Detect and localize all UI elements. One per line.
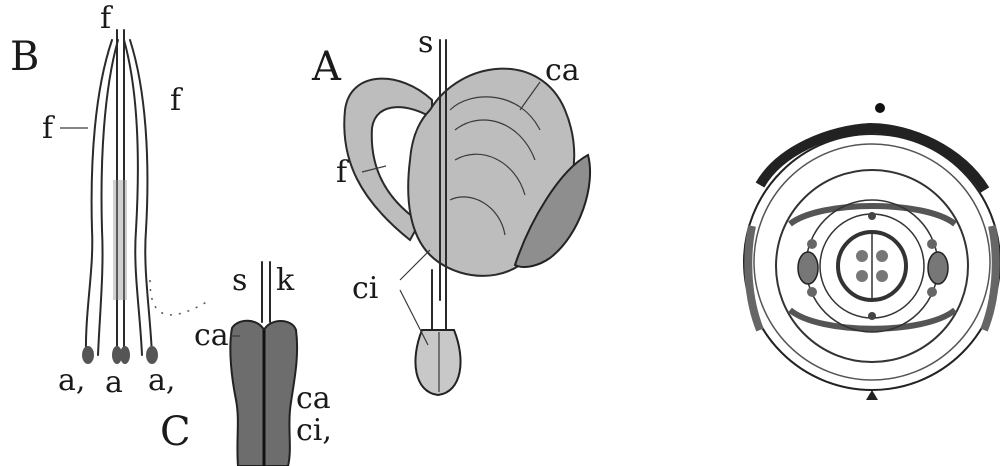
label-a-s: s xyxy=(418,25,433,60)
panel-letter-b: B xyxy=(10,34,39,80)
label-c-k: k xyxy=(276,263,295,298)
panel-letter-c: C xyxy=(160,409,191,455)
label-c-ci: ci, xyxy=(296,413,332,448)
floral-diagram xyxy=(744,103,1000,400)
label-a-f: f xyxy=(336,155,349,190)
label-c-ca-right: ca xyxy=(296,381,331,416)
label-b-f-left: f xyxy=(42,111,55,146)
label-a-ci: ci xyxy=(352,271,378,306)
label-b-a-right: a, xyxy=(148,363,175,398)
figure-b-stamens xyxy=(60,30,158,364)
label-c-s: s xyxy=(232,263,247,298)
label-b-f-top: f xyxy=(100,1,113,36)
label-c-ca-left: ca xyxy=(194,318,229,353)
label-b-a-mid: a xyxy=(105,365,123,400)
panel-letter-a: A xyxy=(311,44,342,90)
label-a-ca: ca xyxy=(545,53,580,88)
label-b-f-right: f xyxy=(170,83,183,118)
dotted-trail xyxy=(150,280,210,315)
figure-a-flower xyxy=(344,40,590,395)
label-b-a-left: a, xyxy=(58,363,85,398)
